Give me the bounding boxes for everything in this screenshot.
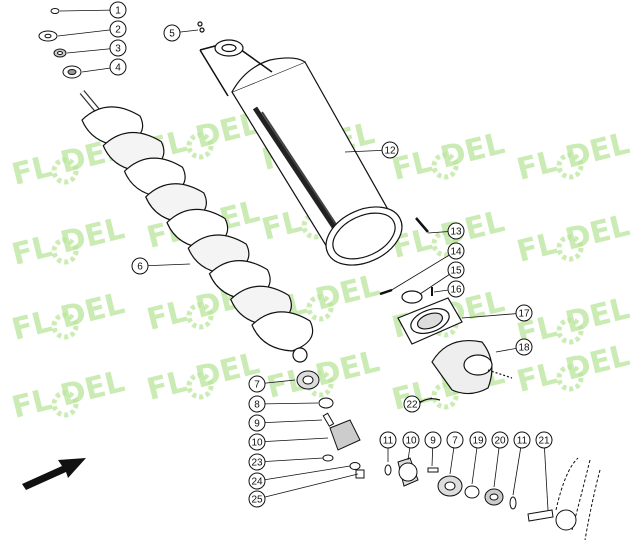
callout-circle [447, 222, 465, 240]
callout-circle [402, 431, 420, 449]
callout-leader [59, 9, 119, 12]
callout-leader [256, 473, 359, 500]
callout-circle [163, 24, 181, 42]
callout-label: 25 [251, 495, 263, 506]
callout-leader [256, 465, 351, 482]
callout-label: 8 [254, 400, 260, 411]
callout-label: 11 [517, 436, 528, 447]
callout-label: 17 [518, 309, 530, 320]
callout-circle [248, 453, 266, 471]
watermark-gear-icon [186, 302, 214, 330]
callout-label: 11 [383, 436, 394, 447]
callout-circle [109, 39, 127, 57]
callout-label: 22 [406, 400, 418, 411]
callout-leader [543, 439, 549, 511]
callout-leader [461, 312, 525, 319]
callout-leader [57, 28, 119, 37]
watermark-gear-icon [556, 317, 584, 345]
watermark-gear-icon [51, 157, 79, 185]
watermark-gear-icon [306, 294, 334, 322]
watermark-gear-icon [556, 152, 584, 180]
callout-circle [248, 433, 266, 451]
watermark-gear-icon [186, 372, 214, 400]
callout-leader [256, 419, 323, 424]
callout-label: 7 [452, 436, 458, 447]
callout-leader [66, 47, 119, 54]
callout-leader [512, 439, 523, 496]
callout-label: 9 [254, 419, 260, 430]
watermark-gear-icon [306, 370, 334, 398]
callout-circle [515, 338, 533, 356]
callout-circle [379, 431, 397, 449]
callout-label: 20 [494, 436, 506, 447]
callout-circle [469, 431, 487, 449]
drive-shaft-row [384, 457, 601, 541]
callout-circle [248, 472, 266, 490]
gear-housing [379, 217, 513, 405]
callout-circle [248, 375, 266, 393]
callout-label: 10 [251, 438, 263, 449]
callout-circle [424, 431, 442, 449]
lower-bearing-stack [296, 370, 365, 479]
callout-label: 3 [115, 44, 121, 55]
callout-label: 12 [384, 146, 396, 157]
callout-leader [256, 457, 324, 463]
callout-circle [131, 257, 149, 275]
callout-circle [109, 1, 127, 19]
callout-label: 10 [405, 436, 417, 447]
watermark-gear-icon [431, 152, 459, 180]
watermark-gear-icon [556, 364, 584, 392]
auger-flight [251, 311, 314, 352]
callout-circle [446, 431, 464, 449]
watermark-gear-icon [556, 234, 584, 262]
callout-circle [447, 242, 465, 260]
callout-label: 15 [450, 266, 462, 277]
callout-circle [248, 490, 266, 508]
watermark-gear-icon [51, 312, 79, 340]
callout-label: 14 [450, 247, 462, 258]
callout-circle [381, 141, 399, 159]
callout-label: 21 [538, 436, 550, 447]
callout-circle [535, 431, 553, 449]
callout-label: 1 [115, 6, 121, 17]
callout-label: 23 [251, 458, 263, 469]
callout-circle [403, 395, 421, 413]
callout-leader [256, 437, 329, 443]
callout-leader [256, 402, 319, 405]
callout-circle [109, 20, 127, 38]
callout-circle [491, 431, 509, 449]
direction-arrow [22, 458, 86, 490]
callout-label: 9 [430, 436, 436, 447]
callout-label: 6 [137, 262, 143, 273]
watermark-gear-icon [51, 237, 79, 265]
callout-label: 18 [518, 343, 530, 354]
callout-label: 5 [169, 29, 175, 40]
callout-circle [447, 261, 465, 279]
callout-circle [248, 395, 266, 413]
auger-tube [197, 21, 403, 266]
callout-label: 24 [251, 477, 263, 488]
callout-circle [248, 414, 266, 432]
watermark-gear-icon [51, 390, 79, 418]
callout-label: 13 [450, 227, 462, 238]
top-washers [38, 8, 82, 79]
callout-circle [513, 431, 531, 449]
callout-label: 16 [450, 285, 462, 296]
watermark-gear-icon [186, 132, 214, 160]
callout-label: 4 [115, 63, 121, 74]
callout-circle [447, 280, 465, 298]
callout-circle [515, 304, 533, 322]
callout-leader [389, 250, 457, 292]
callout-circle [109, 58, 127, 76]
callout-label: 7 [254, 380, 260, 391]
callout-label: 2 [115, 25, 121, 36]
callout-label: 19 [472, 436, 484, 447]
watermark-gear-icon [431, 382, 459, 410]
auger-assembly [79, 90, 314, 363]
